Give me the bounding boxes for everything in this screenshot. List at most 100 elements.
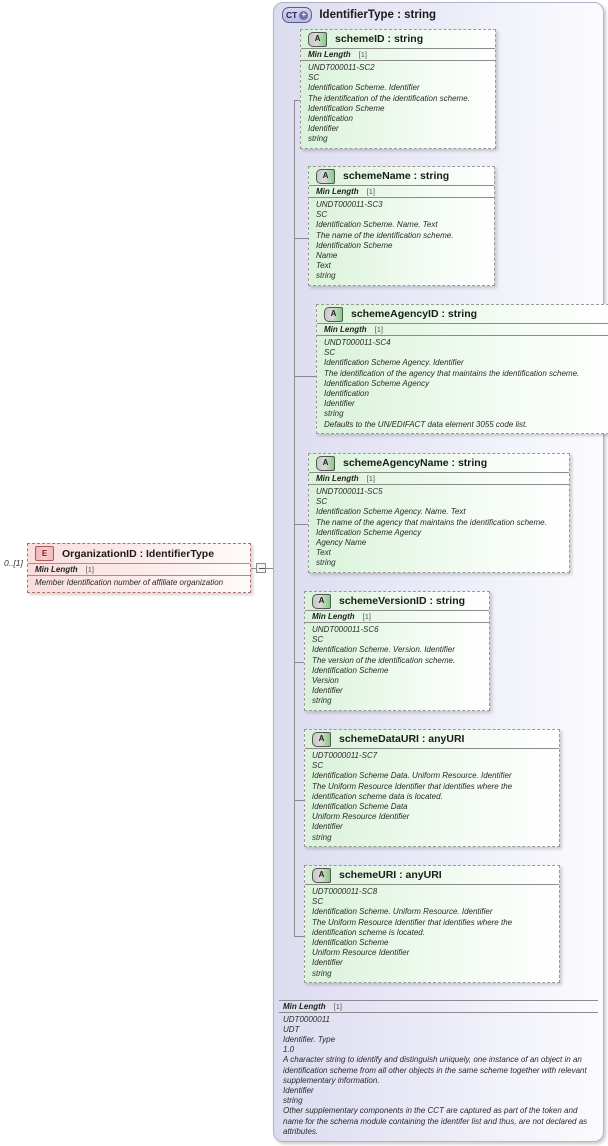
attribute-title: schemeURI : anyURI [339,869,442,881]
doc-line: SC [312,635,324,645]
attribute-facet-row: Min Length[1] [309,185,494,197]
doc-line: Identifier [312,686,343,696]
plus-icon[interactable]: + [299,10,309,20]
doc-line: A character string to identify and disti… [283,1055,587,1085]
doc-line: string [316,271,336,281]
attribute-icon: A [324,306,343,322]
doc-line: The identification of the agency that ma… [324,368,580,378]
doc-line: string [312,832,332,842]
doc-line: Identification Scheme Agency. Name. Text [316,507,466,517]
attribute-title: schemeAgencyID : string [351,308,478,320]
attribute-title: schemeAgencyName : string [343,457,488,469]
attribute-icon: A [312,731,331,747]
doc-line: string [308,134,328,144]
doc-line: string [312,968,332,978]
doc-line: Identification Scheme [316,240,393,250]
doc-line: Version [312,676,339,686]
element-facet-name: Min Length [35,565,78,574]
doc-line: UNDT000011-SC2 [308,63,375,72]
attribute-facet-name: Min Length [316,474,359,483]
doc-line: Agency Name [316,538,367,548]
doc-line: UDT [283,1024,300,1034]
doc-line: Identification Scheme Data [312,802,408,812]
doc-line: Identification Scheme Agency [316,527,422,537]
doc-line: Identification Scheme. Uniform Resource.… [312,907,493,917]
doc-line: Text [316,548,331,558]
attribute-facet-value: [1] [362,612,371,621]
cardinality-label: 0..[1] [4,558,23,568]
element-facet-row: Min Length [1] [28,563,250,575]
doc-line: 1.0 [283,1045,295,1055]
doc-line: Identifier [312,958,343,968]
doc-line: UNDT000011-SC3 [316,200,383,209]
attribute-title: schemeID : string [335,33,424,45]
doc-line: Identifier [312,822,343,832]
attribute-facet-name: Min Length [324,325,367,334]
element-documentation: Member Identification number of affiliat… [28,575,250,590]
doc-line: UDT0000011-SC8 [312,887,378,896]
complextype-facet-name: Min Length [283,1001,326,1011]
doc-line: Identification Scheme Agency. Identifier [324,358,464,368]
attribute-title: schemeName : string [343,170,450,182]
tree-branch-line [294,238,308,239]
doc-line: Text [316,261,331,271]
attribute-icon: A [316,455,335,471]
attribute-facet-name: Min Length [316,187,359,196]
collapse-toggle-icon[interactable] [256,563,266,573]
doc-line: Uniform Resource Identifier [312,812,410,822]
attribute-facet-row: Min Length[1] [301,48,495,60]
doc-line: UDT0000011 [283,1014,330,1024]
doc-line: SC [316,497,328,507]
doc-line: Uniform Resource Identifier [312,948,410,958]
attribute-icon: A [312,867,331,883]
element-facet-value: [1] [85,565,94,574]
element-title: OrganizationID : IdentifierType [62,547,215,560]
doc-line: Identification Scheme. Identifier [308,83,420,93]
tree-branch-line [294,936,304,937]
doc-line: Identification Scheme Data. Uniform Reso… [312,771,512,781]
doc-line: Identification [308,114,353,124]
attribute-facet-value: [1] [366,474,375,483]
doc-line: string [324,409,344,419]
doc-line: UNDT000011-SC5 [316,487,383,496]
attribute-facet-row: Min Length[1] [305,610,489,622]
complextype-facet-value: [1] [333,1001,342,1011]
doc-line: SC [308,73,320,83]
doc-line: Identification Scheme [312,665,389,675]
complextype-header: CT+ IdentifierType : string [282,7,436,23]
doc-line: The identification of the identification… [308,93,470,103]
attribute-facet-row: Min Length [1] [309,472,569,484]
doc-line: UNDT000011-SC4 [324,338,391,347]
doc-line: SC [324,348,336,358]
doc-line: The Uniform Resource Identifier that ide… [312,781,513,801]
doc-line: The version of the identification scheme… [312,655,456,665]
doc-line: UDT0000011-SC7 [312,751,378,760]
doc-line: Identification Scheme [308,103,385,113]
doc-line: Identifier. Type [283,1034,336,1044]
doc-line: Identifier [283,1085,314,1095]
element-icon: E [35,546,54,561]
doc-line: string [283,1096,303,1106]
attribute-icon: A [316,168,335,184]
element-box-organizationid[interactable]: E OrganizationID : IdentifierType Min Le… [27,543,251,593]
attribute-facet-value: [1] [358,50,367,59]
